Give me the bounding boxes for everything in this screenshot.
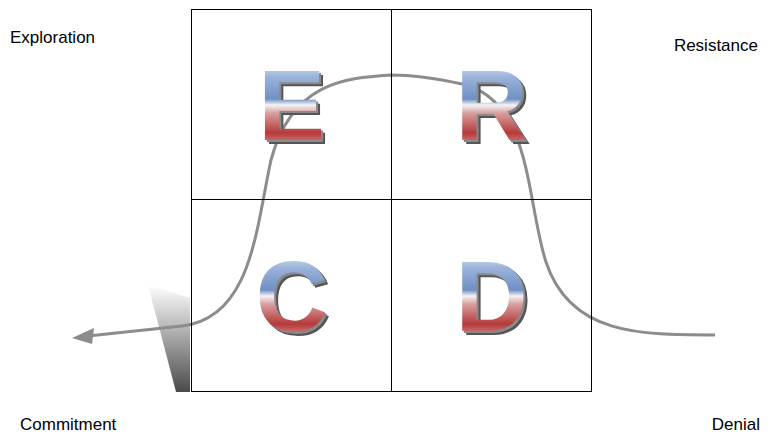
stage-label: Denial [712, 415, 760, 435]
stage-label: Commitment [20, 415, 116, 435]
stage-letter: R [455, 55, 527, 155]
stage-letter: E [258, 55, 325, 155]
quadrant-box: D [391, 199, 592, 392]
quadrant-box: C [191, 199, 392, 392]
change-curve [88, 75, 715, 336]
stage-label: Exploration [10, 28, 95, 48]
stage-letter: D [455, 246, 527, 346]
curve-arrowhead [72, 328, 94, 344]
quadrant-box: R [391, 9, 592, 200]
stage-label: Resistance [674, 36, 758, 56]
stage-letter: C [255, 246, 327, 346]
shade-wedge [148, 285, 190, 392]
quadrant-box: E [191, 9, 392, 200]
